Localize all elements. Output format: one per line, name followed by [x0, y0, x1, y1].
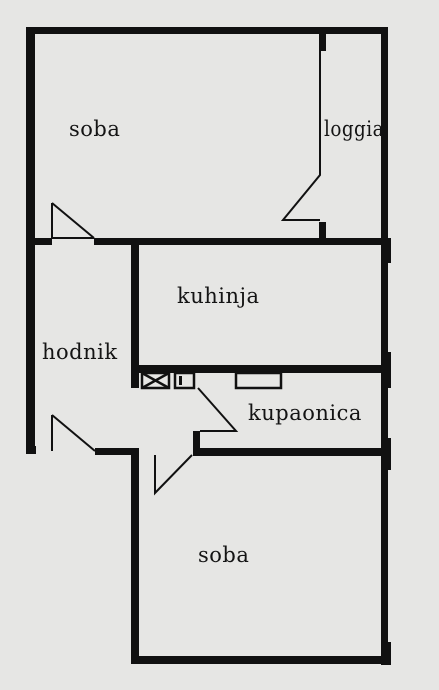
- label-soba-south: soba: [198, 543, 249, 567]
- wall-hodnik-bottom: [95, 448, 139, 455]
- vent-shaft: [173, 371, 196, 390]
- room-labels: soba loggia kuhinja hodnik kupaonica sob…: [42, 117, 384, 567]
- label-hodnik: hodnik: [42, 340, 118, 364]
- wall-top: [26, 27, 388, 34]
- door-soba-north-leaf: [51, 202, 95, 239]
- fixtures: [140, 371, 283, 390]
- wall-right-notch-2: [381, 352, 391, 388]
- wall-right-notch-4: [381, 642, 391, 665]
- door-loggia: [280, 51, 321, 221]
- wall-right-notch-1: [381, 238, 391, 263]
- wall-soba-north-bottom: [94, 238, 388, 245]
- label-loggia: loggia: [324, 117, 384, 141]
- wall-soba-north-bottom-left: [26, 238, 52, 245]
- bathroom-fixture: [234, 371, 283, 390]
- vent-shaft-inner: [179, 376, 182, 385]
- label-kuhinja: kuhinja: [177, 284, 260, 308]
- chimney-box: [140, 371, 171, 390]
- label-soba-north: soba: [69, 117, 120, 141]
- wall-kuhinja-bottom: [131, 365, 388, 373]
- wall-loggia-stub-bottom: [319, 222, 326, 240]
- doors: [51, 51, 321, 496]
- wall-bottom: [131, 656, 388, 664]
- label-kupaonica: kupaonica: [248, 401, 362, 425]
- wall-kupaonica-bottom: [193, 448, 388, 456]
- wall-left-lower: [131, 448, 139, 664]
- door-soba-south: [154, 454, 193, 496]
- chimney-cross-b: [141, 371, 170, 390]
- wall-right-notch-3: [381, 438, 391, 470]
- wall-kuhinja-left: [131, 243, 139, 388]
- wall-loggia-stub-top: [319, 34, 326, 51]
- door-entry-leaf: [51, 414, 96, 452]
- wall-kupaonica-left-stub: [193, 431, 200, 456]
- wall-right: [381, 27, 388, 665]
- door-kupaonica: [197, 387, 239, 432]
- door-soba-north: [51, 203, 94, 239]
- walls: [26, 27, 391, 665]
- wall-hodnik-bottom-left: [26, 446, 36, 454]
